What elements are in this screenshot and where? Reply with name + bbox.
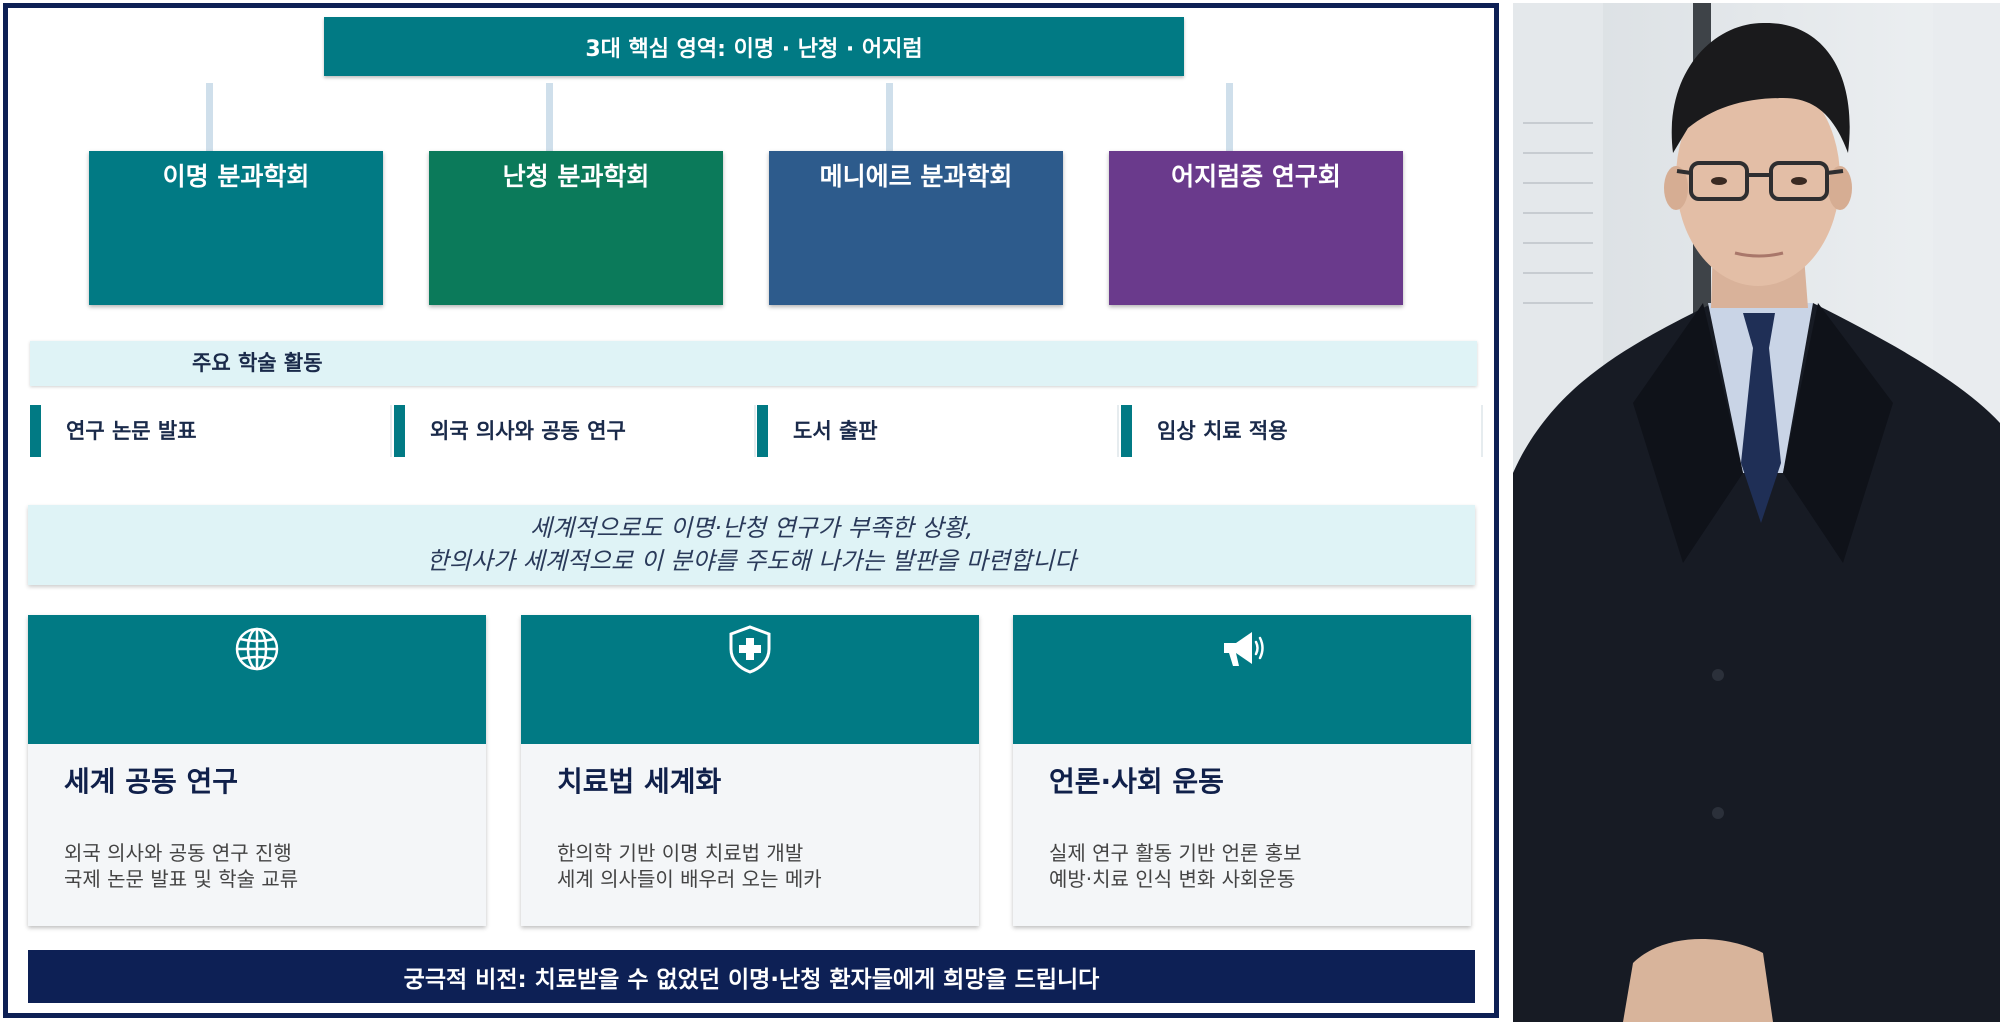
card-line-1: 실제 연구 활동 기반 언론 홍보: [1049, 841, 1302, 865]
card-line-1: 한의학 기반 이명 치료법 개발: [557, 841, 804, 865]
portrait-photo: [1513, 3, 2000, 1022]
activity-label: 연구 논문 발표: [66, 419, 197, 443]
activity-label: 임상 치료 적용: [1157, 419, 1288, 443]
activity-divider: [1481, 405, 1483, 457]
card-line-2: 국제 논문 발표 및 학술 교류: [64, 867, 299, 891]
card-title: 언론·사회 운동: [1049, 765, 1224, 798]
society-dizziness: 어지럼증 연구회: [1109, 151, 1403, 305]
society-tinnitus: 이명 분과학회: [89, 151, 383, 305]
card-title: 세계 공동 연구: [64, 765, 239, 798]
card-global-research: 세계 공동 연구 외국 의사와 공동 연구 진행 국제 논문 발표 및 학술 교…: [28, 615, 486, 926]
megaphone-icon: [1224, 632, 1264, 666]
card-line-2: 예방·치료 인식 변화 사회운동: [1049, 867, 1296, 891]
activity-item: 도서 출판: [757, 405, 1119, 457]
society-label: 어지럼증 연구회: [1171, 162, 1341, 191]
society-hearing-loss: 난청 분과학회: [429, 151, 723, 305]
society-label: 메니에르 분과학회: [819, 162, 1013, 191]
activity-divider: [1117, 405, 1119, 457]
card-media-social: 언론·사회 운동 실제 연구 활동 기반 언론 홍보 예방·치료 인식 변화 사…: [1013, 615, 1471, 926]
activities-header-label: 주요 학술 활동: [192, 351, 323, 375]
society-label: 난청 분과학회: [502, 162, 650, 191]
activity-item: 연구 논문 발표: [30, 405, 392, 457]
quote-line-2: 한의사가 세계적으로 이 분야를 주도해 나가는 발판을 마련합니다: [426, 547, 1077, 575]
globe-icon: [235, 627, 279, 671]
connector-1: [206, 83, 213, 151]
core-areas-banner: 3대 핵심 영역: 이명 · 난청 · 어지럼: [324, 17, 1184, 76]
medical-shield-icon: [729, 625, 771, 674]
card-line-1: 외국 의사와 공동 연구 진행: [64, 841, 292, 865]
card-line-2: 세계 의사들이 배우러 오는 메카: [557, 867, 822, 891]
connector-3: [886, 83, 893, 151]
card-header: [1013, 615, 1471, 744]
activity-divider: [390, 405, 392, 457]
card-header: [28, 615, 486, 744]
activity-accent-bar: [394, 405, 405, 457]
card-header: [521, 615, 979, 744]
activity-item: 외국 의사와 공동 연구: [394, 405, 756, 457]
connector-4: [1226, 83, 1233, 151]
activity-label: 외국 의사와 공동 연구: [430, 419, 626, 443]
activity-accent-bar: [757, 405, 768, 457]
activity-accent-bar: [30, 405, 41, 457]
card-treatment-globalization: 치료법 세계화 한의학 기반 이명 치료법 개발 세계 의사들이 배우러 오는 …: [521, 615, 979, 926]
society-label: 이명 분과학회: [162, 162, 310, 191]
activity-accent-bar: [1121, 405, 1132, 457]
activities-header: 주요 학술 활동: [30, 341, 1477, 386]
activity-divider: [754, 405, 756, 457]
activity-item: 임상 치료 적용: [1121, 405, 1483, 457]
activity-label: 도서 출판: [793, 419, 878, 443]
mission-quote: 세계적으로도 이명·난청 연구가 부족한 상황, 한의사가 세계적으로 이 분야…: [28, 505, 1475, 585]
card-title: 치료법 세계화: [557, 765, 722, 798]
connector-2: [546, 83, 553, 151]
quote-line-1: 세계적으로도 이명·난청 연구가 부족한 상황,: [529, 514, 974, 542]
society-meniere: 메니에르 분과학회: [769, 151, 1063, 305]
vision-footer: 궁극적 비전: 치료받을 수 없었던 이명·난청 환자들에게 희망을 드립니다: [28, 950, 1475, 1003]
